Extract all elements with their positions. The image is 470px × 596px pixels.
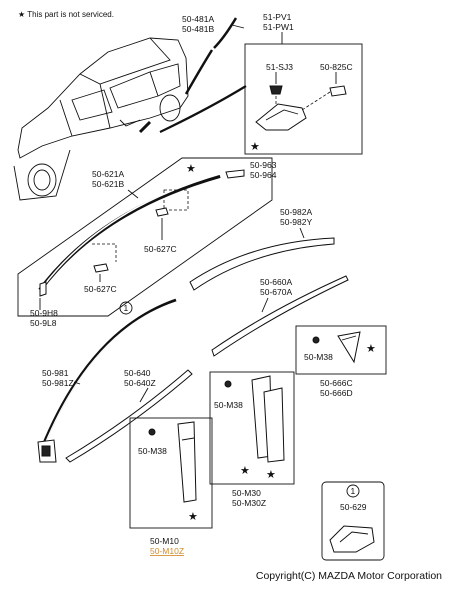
part-50-481: 50-481A 50-481B — [182, 14, 245, 49]
part-51-pv1-group: 51-PV1 51-PW1 51-SJ3 ★ 50-825C — [244, 12, 363, 155]
star-icon: ★ — [240, 465, 250, 477]
label-50-m38-a: 50-M38 — [304, 352, 333, 362]
copyright-text: Copyright(C) MAZDA Motor Corporation — [255, 570, 442, 582]
star-icon: ★ — [266, 469, 276, 481]
ref-1-box-label: 1 — [351, 486, 356, 496]
label-50-670a: 50-670A — [260, 287, 292, 297]
label-50-m30: 50-M30 — [232, 488, 261, 498]
part-50-982: 50-982A 50-982Y — [189, 207, 335, 291]
star-icon: ★ — [18, 10, 26, 19]
label-50-629: 50-629 — [340, 502, 367, 512]
panel-roof-moulding: 50-621A 50-621B ★ 50-963 50-964 50-627C … — [17, 157, 277, 328]
label-50-m10z: 50-M10Z — [150, 546, 184, 556]
label-50-981: 50-981 — [42, 368, 69, 378]
label-50-660a: 50-660A — [260, 277, 292, 287]
label-50-627c-bottom: 50-627C — [84, 284, 117, 294]
label-50-627c-top: 50-627C — [144, 244, 177, 254]
part-50-666-group: 50-M38 ★ 50-666C 50-666D — [295, 325, 387, 398]
label-50-666d: 50-666D — [320, 388, 353, 398]
part-50-660: 50-660A 50-670A — [211, 275, 349, 357]
label-50-640: 50-640 — [124, 368, 151, 378]
car-illustration — [13, 37, 247, 201]
label-50-981z: 50-981Z — [42, 378, 74, 388]
label-50-825c: 50-825C — [320, 62, 353, 72]
label-50-666c: 50-666C — [320, 378, 353, 388]
label-50-m38-c: 50-M38 — [138, 446, 167, 456]
part-50-629-group: 1 50-629 — [321, 481, 385, 561]
label-50-m10: 50-M10 — [150, 536, 179, 546]
label-50-9l8: 50-9L8 — [30, 318, 57, 328]
label-50-9h8: 50-9H8 — [30, 308, 58, 318]
part-50-640: 50-640 50-640Z — [65, 368, 193, 463]
label-50-640z: 50-640Z — [124, 378, 156, 388]
label-50-963: 50-963 — [250, 160, 277, 170]
label-50-m38-b: 50-M38 — [214, 400, 243, 410]
label-50-964: 50-964 — [250, 170, 277, 180]
star-icon: ★ — [188, 511, 198, 523]
star-icon: ★ — [250, 141, 260, 153]
label-50-982y: 50-982Y — [280, 217, 312, 227]
part-50-m10-group: 50-M38 ★ 50-M10 50-M10Z — [129, 417, 213, 556]
part-50-981: 50-981 50-981Z — [37, 298, 177, 463]
label-51-sj3: 51-SJ3 — [266, 62, 293, 72]
star-icon: ★ — [366, 343, 376, 355]
ref-1-label: 1 — [124, 303, 129, 313]
label-50-481a: 50-481A — [182, 14, 214, 24]
part-50-m30-group: 50-M38 ★ ★ 50-M30 50-M30Z — [209, 371, 295, 508]
label-50-481b: 50-481B — [182, 24, 214, 34]
label-50-m30z: 50-M30Z — [232, 498, 266, 508]
label-50-621a: 50-621A — [92, 169, 124, 179]
not-serviced-note: ★ This part is not serviced. — [18, 10, 114, 19]
label-51-pv1: 51-PV1 — [263, 12, 292, 22]
label-50-982a: 50-982A — [280, 207, 312, 217]
not-serviced-text: This part is not serviced. — [27, 10, 114, 19]
star-icon: ★ — [186, 163, 196, 175]
reference-circle-1: 1 — [119, 301, 133, 315]
label-51-pw1: 51-PW1 — [263, 22, 294, 32]
label-50-621b: 50-621B — [92, 179, 124, 189]
